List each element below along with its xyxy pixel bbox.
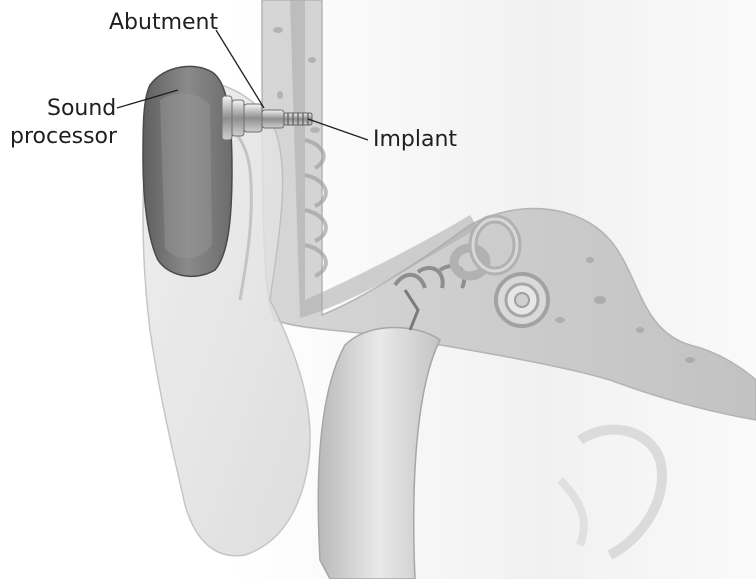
abutment-label: Abutment: [109, 10, 218, 36]
cochlea: [496, 274, 548, 326]
sound-processor-label-line1: Sound: [47, 96, 113, 122]
sound-processor-highlight: [160, 94, 212, 258]
sound-processor-label-line2: processor: [10, 124, 117, 150]
implant-screw: [284, 113, 312, 125]
implant-label: Implant: [373, 127, 457, 153]
